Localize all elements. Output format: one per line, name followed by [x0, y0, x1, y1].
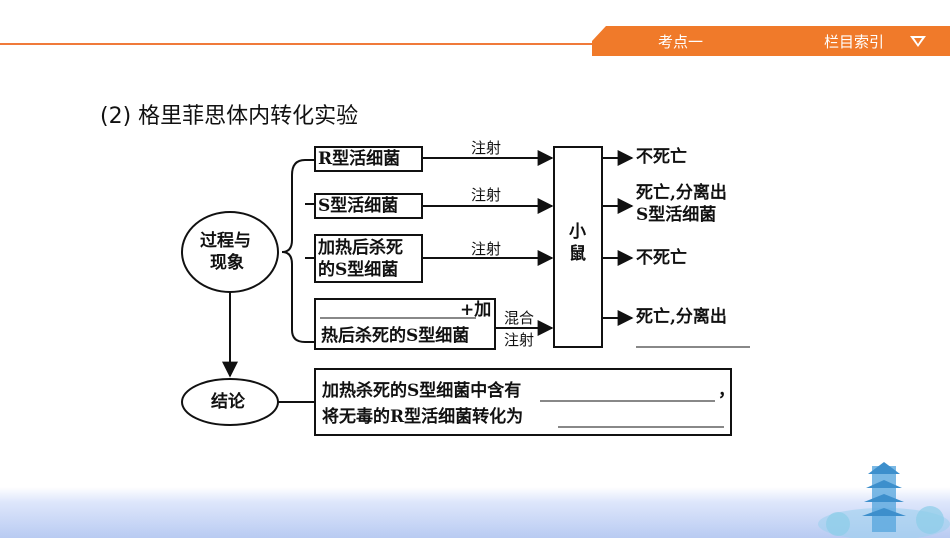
action-label-2: 注射: [471, 186, 502, 204]
index-menu-button[interactable]: 栏目索引: [824, 33, 885, 51]
input-box-heat-killed: 加热后杀死 的S型细菌: [314, 234, 423, 283]
process-node-ellipse: [181, 211, 279, 293]
triangle-down-icon[interactable]: [910, 36, 926, 47]
action-label-4b: 注射: [504, 331, 535, 349]
input-box-r-strain: R型活细菌: [314, 146, 423, 172]
input-box-s-strain: S型活细菌: [314, 193, 423, 219]
process-node-line1: 过程与: [200, 231, 251, 251]
conclusion-box: 加热杀死的S型细菌中含有 ， 将无毒的R型活细菌转化为: [314, 368, 735, 436]
section-tab[interactable]: 考点一: [658, 33, 704, 51]
header-divider-line: [0, 43, 600, 45]
result-2a: 死亡,分离出: [636, 183, 727, 203]
footer-gradient-band: [0, 487, 950, 538]
process-node-line2: 现象: [210, 253, 244, 273]
result-3: 不死亡: [636, 248, 687, 268]
mouse-box: 小 鼠: [553, 146, 603, 348]
header-nav-bar: 考点一 栏目索引: [592, 26, 950, 56]
conclusion-node-label: 结论: [211, 392, 245, 412]
page-title: (2) 格里菲思体内转化实验: [100, 104, 359, 129]
action-label-3: 注射: [471, 240, 502, 258]
result-2b: S型活细菌: [636, 205, 717, 225]
action-label-1: 注射: [471, 139, 502, 157]
pagoda-decoration: [818, 462, 950, 538]
input-box-mixture: +加 热后杀死的S型细菌: [314, 298, 496, 350]
result-1: 不死亡: [636, 147, 687, 167]
bracket: [281, 159, 306, 343]
result-4: 死亡,分离出: [636, 307, 727, 327]
action-label-4a: 混合: [504, 309, 535, 327]
